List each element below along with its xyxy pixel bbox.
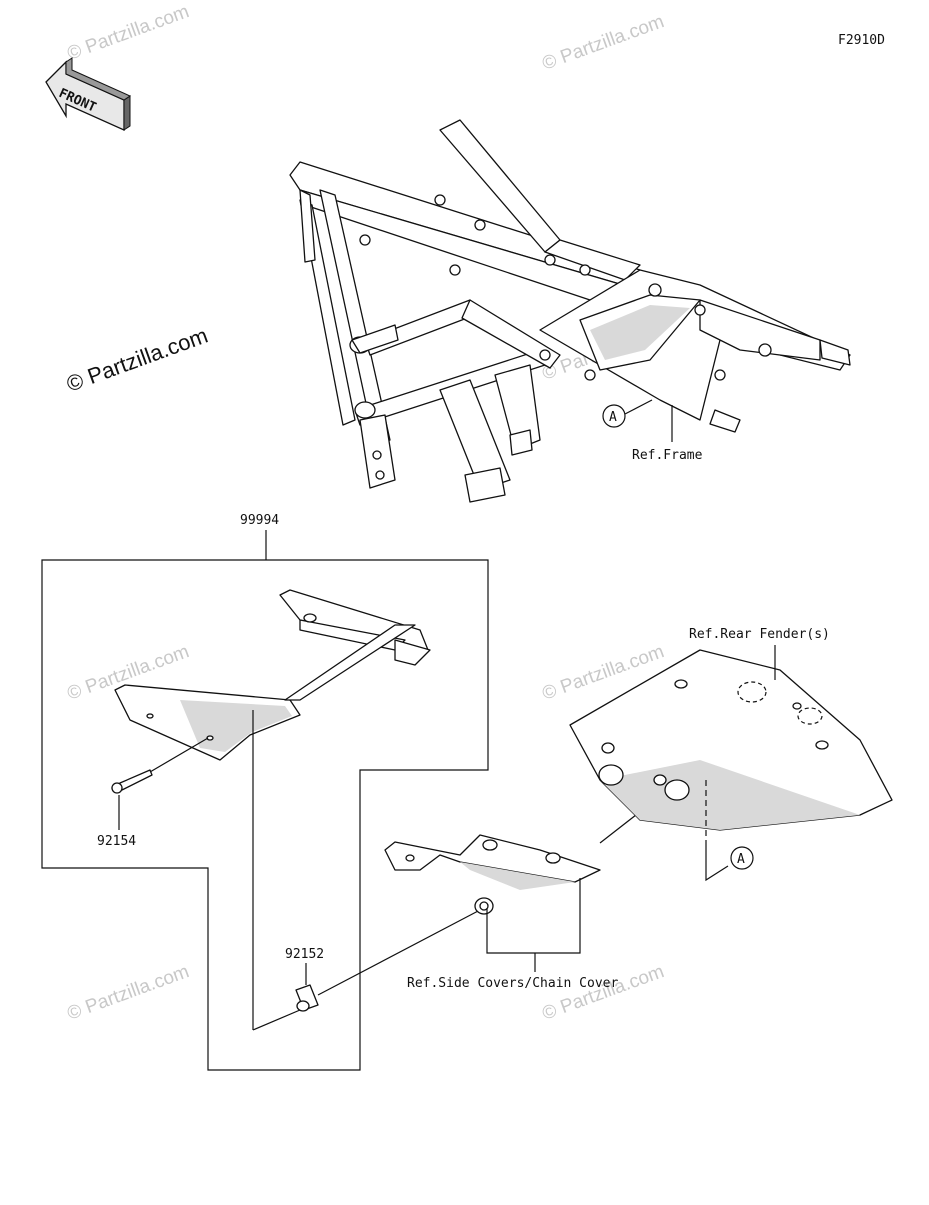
front-arrow-icon: FRONT (45, 57, 132, 132)
side-covers-ref-label: Ref.Side Covers/Chain Cover (407, 976, 618, 991)
part-number-92152: 92152 (285, 947, 324, 962)
side-cover-bracket (486, 878, 581, 954)
rail-leader-tip (252, 1009, 301, 1031)
rear-fender-ref-label: Ref.Rear Fender(s) (689, 627, 830, 642)
fender-leader-a (705, 840, 729, 882)
side-cover-part (384, 789, 669, 890)
bolt-92154 (111, 737, 209, 794)
watermark-main: © Partzilla.com (63, 323, 211, 397)
rear-fender-part (569, 649, 893, 840)
svg-text:A: A (609, 410, 617, 425)
watermark: © Partzilla.com (540, 11, 667, 75)
part-number-99994: 99994 (240, 513, 279, 528)
collar-92152 (295, 897, 494, 1012)
watermark: © Partzilla.com (65, 1, 192, 65)
watermark: © Partzilla.com (65, 961, 192, 1025)
watermark: © Partzilla.com (540, 961, 667, 1025)
svg-text:A: A (737, 852, 745, 867)
frame-assembly (289, 119, 851, 503)
marker-a-frame: A (602, 399, 653, 428)
diagram-code: F2910D (838, 33, 885, 48)
grab-rail-part (114, 589, 431, 761)
marker-a-fender: A (730, 846, 754, 870)
kit-boundary (41, 559, 489, 1071)
part-number-92154: 92154 (97, 834, 136, 849)
frame-ref-label: Ref.Frame (632, 448, 703, 463)
